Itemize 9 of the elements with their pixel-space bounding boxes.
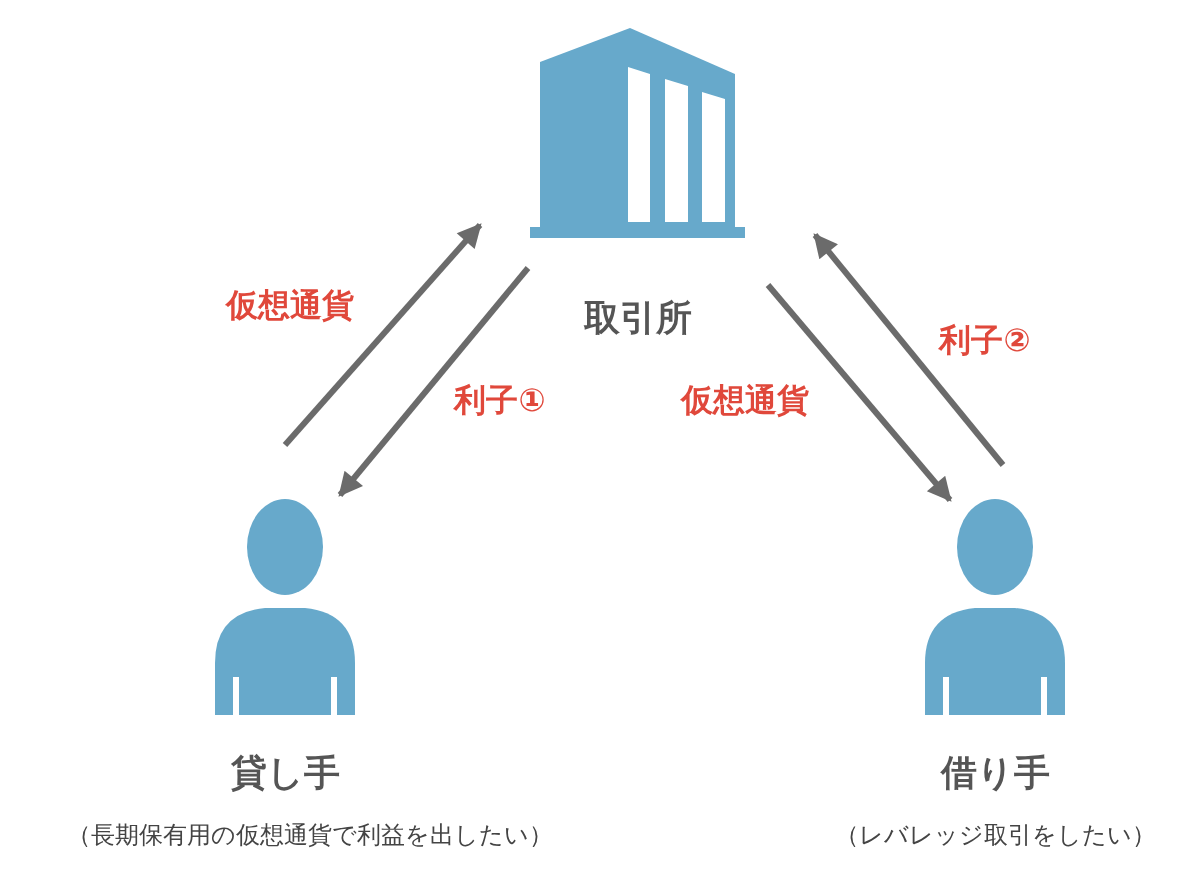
arrow <box>812 233 1006 467</box>
arrow <box>282 223 483 447</box>
node-label: 借り手 <box>939 751 1051 795</box>
node-label: 取引所 <box>582 296 693 340</box>
caption-text: （長期保有用の仮想通貨で利益を出したい） <box>66 820 554 850</box>
arrow <box>765 283 953 502</box>
arrow <box>337 266 531 497</box>
caption-text: （レバレッジ取引をしたい） <box>833 820 1157 850</box>
node-label: 貸し手 <box>229 751 341 795</box>
